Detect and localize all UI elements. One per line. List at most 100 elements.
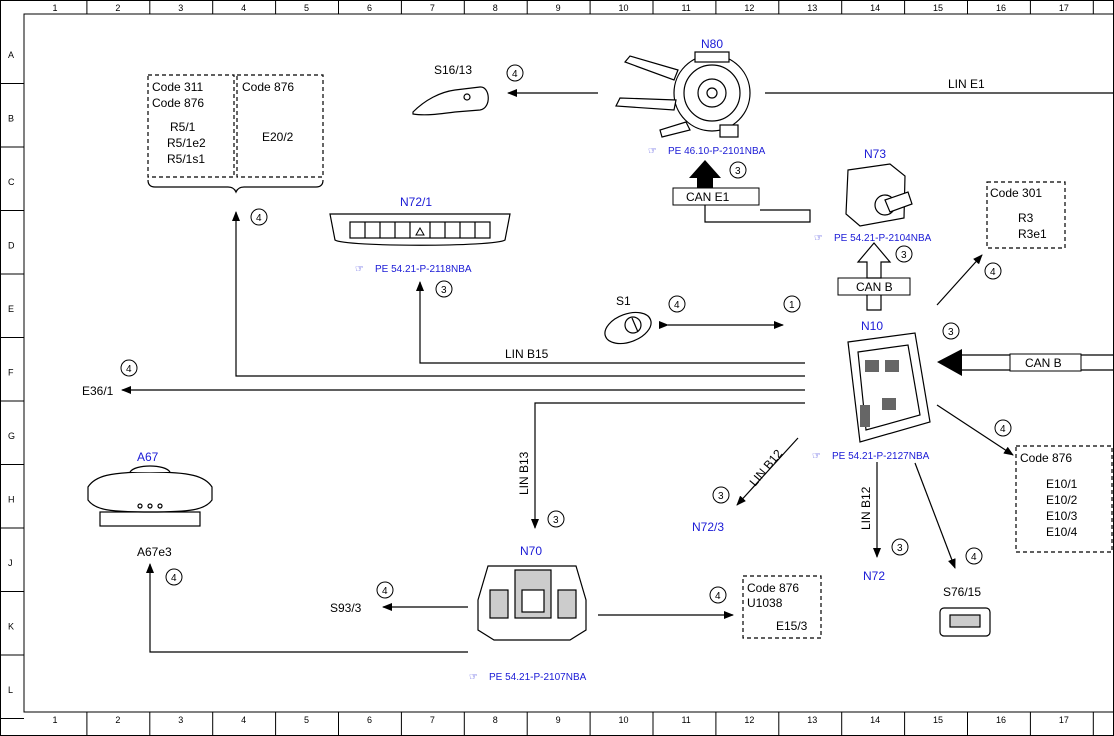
grid-col-top-8: 8 (493, 3, 498, 13)
n72-label: N72 (863, 569, 885, 583)
n70-ref: PE 54.21-P-2107NBA (489, 672, 587, 683)
can-b-right-arrow (937, 349, 962, 376)
s1-label: S1 (616, 294, 631, 308)
grid-col-bottom-11: 11 (681, 715, 690, 725)
wire-lin-b13 (531, 402, 805, 529)
circle-code301: 4 (984, 262, 1002, 280)
n70-ref-icon: ☞ (469, 672, 478, 683)
s93-3-label: S93/3 (330, 601, 362, 615)
circle-e36: 4 (120, 359, 138, 377)
circle-code876b: 4 (709, 586, 727, 604)
circle-one: 1 (783, 295, 801, 313)
n72-1-ref-icon: ☞ (355, 264, 364, 275)
grid-col-bottom-7: 7 (430, 715, 435, 725)
circle-code876r: 4 (994, 419, 1012, 437)
circle-s1: 4 (668, 295, 686, 313)
circle-n80: 3 (729, 161, 747, 179)
grid-col-bottom-6: 6 (367, 715, 372, 725)
can-b-right-label: CAN B (1025, 356, 1062, 370)
svg-text:3: 3 (901, 250, 907, 261)
grid-col-top-1: 1 (52, 3, 57, 13)
grid-col-bottom-4: 4 (241, 715, 246, 725)
frame-inner (23, 13, 1114, 713)
grid-row-H: H (8, 495, 15, 505)
svg-text:4: 4 (512, 69, 518, 80)
code301-box (986, 181, 1066, 249)
wire-s76 (914, 462, 956, 569)
grid-col-bottom-13: 13 (807, 715, 817, 725)
svg-text:4: 4 (1000, 424, 1006, 435)
code311-line4: R5/1e2 (167, 136, 206, 150)
grid-col-top-11: 11 (681, 3, 690, 13)
grid-col-top-9: 9 (556, 3, 561, 13)
code876-bottom-line1: Code 876 (747, 581, 799, 595)
grid-col-top-12: 12 (744, 3, 754, 13)
grid-col-bottom-1: 1 (52, 715, 57, 725)
can-e1-label: CAN E1 (686, 190, 730, 204)
n10-label: N10 (861, 319, 883, 333)
grid-row-J: J (8, 558, 13, 568)
code876-top-box (236, 74, 324, 178)
circle-code311: 4 (250, 208, 268, 226)
grid-row-D: D (8, 241, 15, 251)
grid-row-C: C (8, 177, 15, 187)
grid-col-bottom-16: 16 (996, 715, 1006, 725)
svg-text:4: 4 (171, 573, 177, 584)
lin-b12-b-label: LIN B12 (859, 486, 873, 530)
can-b-right-box (1009, 353, 1082, 372)
svg-text:3: 3 (718, 491, 724, 502)
grid-col-top-10: 10 (619, 3, 629, 13)
svg-text:3: 3 (948, 327, 954, 338)
code311-line5: R5/1s1 (167, 152, 205, 166)
code301-line1: Code 301 (990, 186, 1042, 200)
n73-label: N73 (864, 147, 886, 161)
s76-15-drawing (939, 607, 991, 637)
a67e3-label: A67e3 (137, 545, 172, 559)
grid-col-bottom-17: 17 (1059, 715, 1069, 725)
code876-right-line1: Code 876 (1020, 451, 1072, 465)
code311-line1: Code 311 (152, 80, 203, 94)
svg-text:3: 3 (897, 543, 903, 554)
grid-col-top-15: 15 (933, 3, 943, 13)
n80-label: N80 (701, 37, 723, 51)
wire-lin-b15 (416, 281, 805, 364)
wire-lin-b12-n72-3 (736, 437, 799, 506)
grid-col-top-3: 3 (178, 3, 183, 13)
can-b-n73-arrow (856, 242, 892, 279)
n80-drawing (615, 51, 751, 138)
n80-ref-icon: ☞ (648, 146, 657, 157)
n70-drawing (477, 565, 587, 641)
circle-s93: 4 (376, 581, 394, 599)
can-e1-arrow (689, 160, 721, 188)
wire-code311 (232, 211, 805, 377)
n72-3-label: N72/3 (692, 520, 724, 534)
n72-1-label: N72/1 (400, 195, 432, 209)
grid-col-bottom-14: 14 (870, 715, 880, 725)
s16-13-drawing (412, 86, 489, 116)
code876-right-box (1015, 445, 1113, 553)
grid-col-top-4: 4 (241, 3, 246, 13)
grid-row-L: L (8, 685, 13, 695)
code876-bottom-line3: E15/3 (776, 619, 808, 633)
grid-row-E: E (8, 304, 14, 314)
circle-a67: 4 (165, 568, 183, 586)
grid-col-bottom-9: 9 (556, 715, 561, 725)
s1-drawing (604, 311, 652, 345)
n10-drawing (847, 332, 931, 443)
n80-ref: PE 46.10-P-2101NBA (668, 146, 766, 157)
code876-right-line3: E10/2 (1046, 493, 1078, 507)
code876-right-line4: E10/3 (1046, 509, 1078, 523)
can-e1-box (672, 187, 760, 206)
circle-n72: 3 (891, 538, 909, 556)
code876-right-line2: E10/1 (1046, 477, 1078, 491)
code301-line3: R3e1 (1018, 227, 1047, 241)
circle-n73: 3 (895, 245, 913, 263)
grid-col-top-7: 7 (430, 3, 435, 13)
grid-row-G: G (8, 431, 15, 441)
n73-ref: PE 54.21-P-2104NBA (834, 233, 932, 244)
lin-b13-label: LIN B13 (517, 451, 531, 495)
code311-brace (147, 179, 324, 194)
